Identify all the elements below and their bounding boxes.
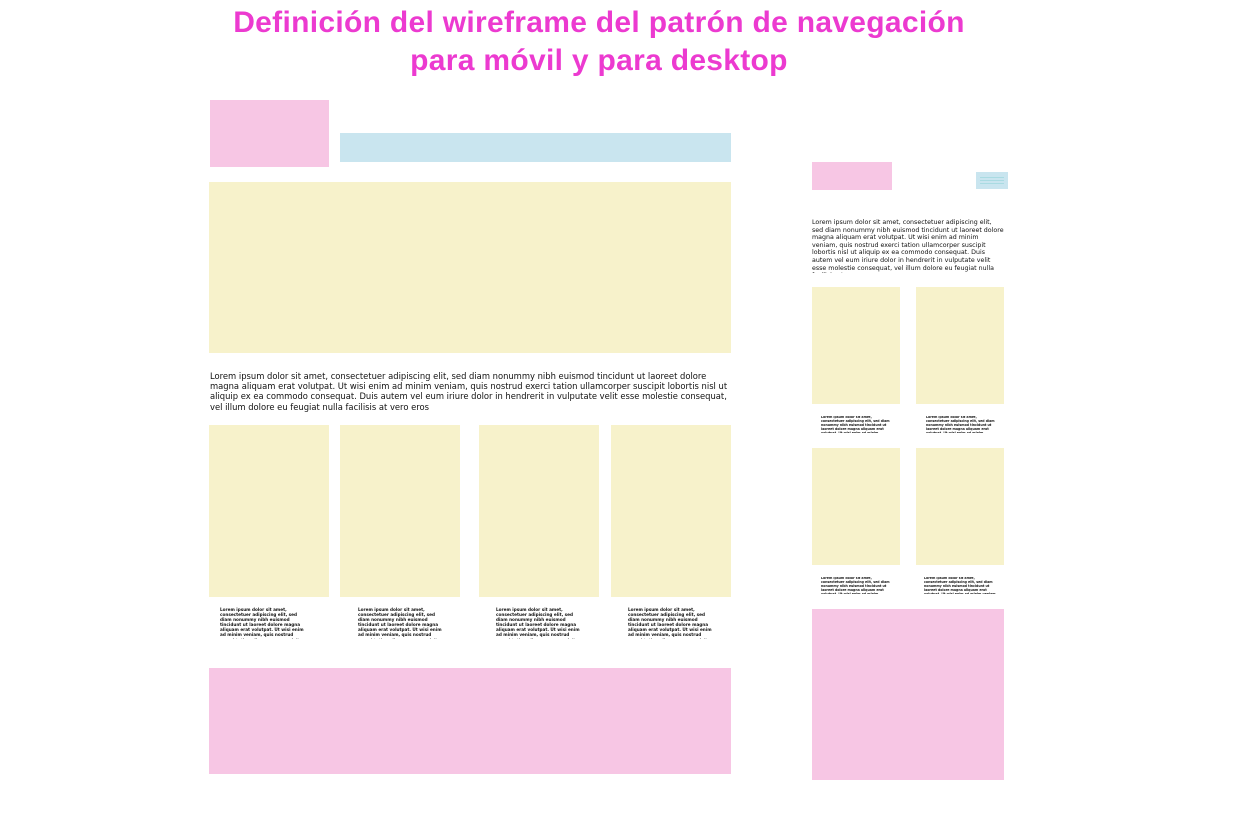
desktop-intro-text: Lorem ipsum dolor sit amet, consectetuer… [210,371,728,412]
mobile-logo [812,162,892,190]
mobile-footer [812,609,1004,780]
desktop-card-text: Lorem ipsum dolor sit amet, consectetuer… [496,607,580,639]
mobile-card-text: Lorem ipsum dolor sit amet, consectetuer… [821,577,890,594]
mobile-intro-text: Lorem ipsum dolor sit amet, consectetuer… [812,219,1004,273]
mobile-card-text: Lorem ipsum dolor sit amet, consectetuer… [926,416,995,433]
title-line-2: para móvil y para desktop [410,44,788,77]
menu-line [980,180,1004,181]
menu-line [980,177,1004,178]
page-title: Definición del wireframe del patrón de n… [180,4,1018,80]
mobile-card-image [916,287,1004,404]
menu-line [980,183,1004,184]
desktop-footer [209,668,731,774]
desktop-card-image [209,425,329,597]
desktop-card-text: Lorem ipsum dolor sit amet, consectetuer… [628,607,712,639]
mobile-card-text: Lorem ipsum dolor sit amet, consectetuer… [924,577,997,594]
mobile-card-image [812,448,900,565]
mobile-card-text: Lorem ipsum dolor sit amet, consectetuer… [821,416,890,433]
desktop-card-image [611,425,731,597]
desktop-hero-block [209,182,731,353]
mobile-card-image [812,287,900,404]
desktop-card-image [340,425,460,597]
mobile-card-image [916,448,1004,565]
hamburger-menu-icon[interactable] [976,172,1008,189]
title-line-1: Definición del wireframe del patrón de n… [233,6,965,39]
desktop-logo [210,100,329,167]
desktop-nav-bar [340,133,731,162]
desktop-card-text: Lorem ipsum dolor sit amet, consectetuer… [358,607,442,639]
desktop-card-text: Lorem ipsum dolor sit amet, consectetuer… [220,607,304,639]
desktop-card-image [479,425,599,597]
